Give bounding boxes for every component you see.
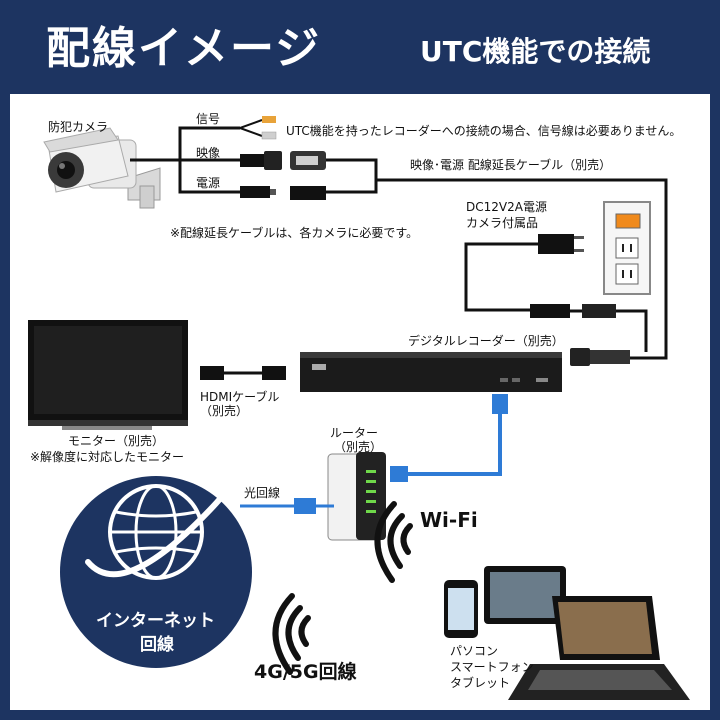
power-adapter-label-1: DC12V2A電源 xyxy=(466,200,547,214)
signal-cable-label: 信号 xyxy=(196,112,221,126)
page-subtitle: UTC機能での接続 xyxy=(420,35,651,68)
internet-label-1: インターネット xyxy=(96,611,215,631)
router-icon xyxy=(327,452,386,541)
mobile-signal-icon xyxy=(272,593,311,675)
video-cable-label: 映像 xyxy=(196,146,221,160)
bnc-recorder-connector-icon xyxy=(570,348,630,366)
extension-cable-connectors xyxy=(290,151,326,200)
hdmi-label-2: （別売） xyxy=(200,404,249,418)
recorder-label: デジタルレコーダー（別売） xyxy=(408,334,564,348)
hdmi-cable-icon xyxy=(200,366,286,380)
devices-label-2: スマートフォン xyxy=(450,660,534,674)
monitor-label-1: モニター（別売） xyxy=(68,434,165,448)
devices-label-1: パソコン xyxy=(450,644,499,658)
camera-label: 防犯カメラ xyxy=(48,120,109,134)
dc-connector-icon xyxy=(240,186,276,198)
extension-cable-label: 映像･電源 配線延長ケーブル（別売） xyxy=(410,158,612,172)
internet-globe-icon xyxy=(60,476,252,668)
devices-label-3: タブレット xyxy=(450,676,511,690)
router-label-2: （別売） xyxy=(334,440,383,454)
tablet-icon xyxy=(484,566,566,624)
fiber-cable xyxy=(240,498,334,514)
fiber-label: 光回線 xyxy=(244,486,281,500)
internet-label-2: 回線 xyxy=(140,635,174,655)
monitor-icon xyxy=(28,320,188,430)
camera-cables xyxy=(130,126,240,194)
header: 配線イメージ UTC機能での接続 xyxy=(0,0,720,94)
wifi-waves-icon xyxy=(374,501,413,583)
recorder-icon xyxy=(300,352,562,392)
laptop-icon xyxy=(508,596,690,700)
power-adapter-icon xyxy=(464,234,648,352)
power-cable-label: 電源 xyxy=(196,176,221,190)
security-camera-icon xyxy=(43,127,161,209)
wifi-label: Wi-Fi xyxy=(420,508,478,532)
router-label-1: ルーター xyxy=(330,426,379,440)
page-title: 配線イメージ xyxy=(46,23,322,74)
mobile-network-label: 4G/5G回線 xyxy=(254,661,357,683)
extension-cable xyxy=(326,158,668,360)
signal-wires-icon xyxy=(239,116,277,140)
wall-outlet-icon xyxy=(603,201,651,295)
power-adapter-label-2: カメラ付属品 xyxy=(466,216,539,230)
utc-note: UTC機能を持ったレコーダーへの接続の場合、信号線は必要ありません。 xyxy=(286,124,682,138)
extension-note: ※配線延長ケーブルは、各カメラに必要です。 xyxy=(170,226,419,240)
hdmi-label-1: HDMIケーブル xyxy=(200,390,280,404)
lan-cable-recorder-router xyxy=(390,394,508,482)
monitor-label-2: ※解像度に対応したモニター xyxy=(30,450,185,464)
smartphone-icon xyxy=(444,580,478,638)
bnc-connector-icon xyxy=(240,151,282,170)
